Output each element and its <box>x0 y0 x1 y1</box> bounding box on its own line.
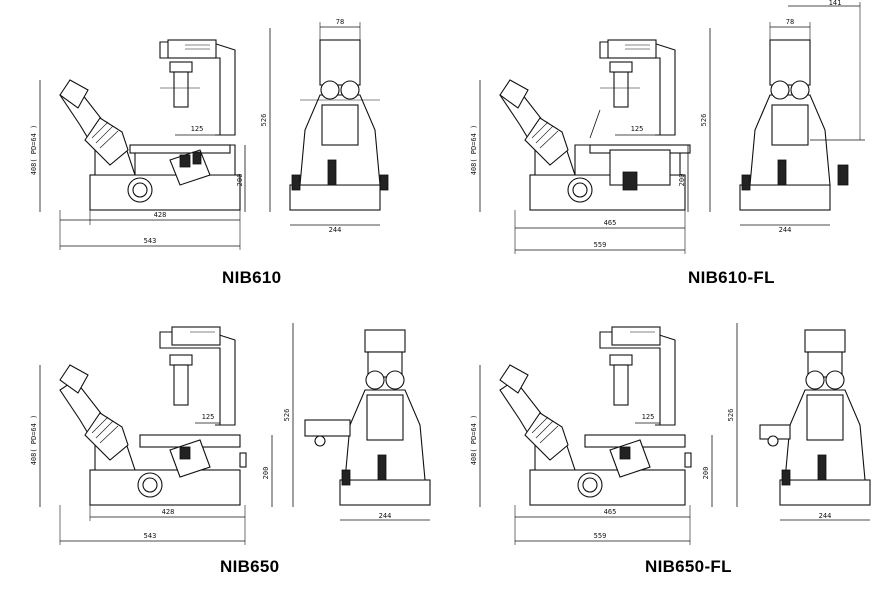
dim-height-total: 526 <box>260 114 268 127</box>
dim-head-width: 78 <box>336 18 344 26</box>
dim-base-length: 465 <box>604 508 617 516</box>
nib610-side-view <box>59 39 241 211</box>
dim-height-eyepiece: 408( PD=64 ) <box>30 415 38 466</box>
model-label: NIB610-FL <box>688 268 775 287</box>
nib650-fl-side-view <box>499 326 692 506</box>
nib610-front-view: 78 244 <box>289 18 389 234</box>
nib650-front-view: 244 <box>304 329 431 521</box>
dim-total-length: 559 <box>594 532 607 540</box>
dim-height-eyepiece: 408( PD=64 ) <box>470 125 478 176</box>
nib650-fl-dimensions: 408( PD=64 ) 526 200 125 465 559 <box>470 323 738 545</box>
panel-nib610-fl: 408( PD=64 ) 526 200 125 465 559 78 <box>440 0 880 295</box>
dim-stage-height: 200 <box>262 467 270 480</box>
nib610-fl-drawing: 408( PD=64 ) 526 200 125 465 559 78 <box>470 0 865 254</box>
dim-base-length: 428 <box>154 211 167 219</box>
panel-nib650-fl: 408( PD=64 ) 526 200 125 465 559 244 NIB… <box>440 295 880 589</box>
dim-objective-offset: 125 <box>642 413 655 421</box>
dim-total-length: 559 <box>594 241 607 249</box>
dim-height-total: 526 <box>727 409 735 422</box>
dim-objective-offset: 125 <box>191 125 204 133</box>
dim-height-eyepiece: 408( PD=64 ) <box>30 125 38 176</box>
nib610-drawing: 408( PD=64 ) 526 200 125 428 543 78 244 <box>30 18 389 250</box>
dim-head-width: 78 <box>786 18 794 26</box>
dim-front-width: 244 <box>329 226 342 234</box>
dim-fl-width: 141 <box>829 0 842 7</box>
model-label: NIB650 <box>220 557 280 576</box>
dim-stage-height: 200 <box>678 174 686 187</box>
nib650-drawing: 408( PD=64 ) 526 200 125 428 543 244 <box>30 323 431 545</box>
dim-front-width: 244 <box>819 512 832 520</box>
dim-front-width: 244 <box>779 226 792 234</box>
dim-stage-height: 200 <box>702 467 710 480</box>
dim-height-eyepiece: 408( PD=64 ) <box>470 415 478 466</box>
dim-base-length: 428 <box>162 508 175 516</box>
nib610-dimensions: 408( PD=64 ) 526 200 125 428 543 <box>30 28 271 250</box>
model-label: NIB610 <box>222 268 282 287</box>
dim-objective-offset: 125 <box>631 125 644 133</box>
nib610-fl-dimensions: 408( PD=64 ) 526 200 125 465 559 <box>470 28 711 254</box>
nib650-dimensions: 408( PD=64 ) 526 200 125 428 543 <box>30 323 294 545</box>
dim-front-width: 244 <box>379 512 392 520</box>
nib610-fl-front-view: 78 141 244 <box>739 0 865 234</box>
nib650-side-view <box>59 326 247 506</box>
dim-objective-offset: 125 <box>202 413 215 421</box>
dim-total-length: 543 <box>144 532 157 540</box>
nib650-fl-drawing: 408( PD=64 ) 526 200 125 465 559 244 <box>470 323 871 545</box>
dim-height-total: 526 <box>700 114 708 127</box>
nib650-fl-front-view: 244 <box>759 329 871 521</box>
model-label: NIB650-FL <box>645 557 732 576</box>
dim-height-total: 526 <box>283 409 291 422</box>
dim-stage-height: 200 <box>236 174 244 187</box>
dim-total-length: 543 <box>144 237 157 245</box>
dim-base-length: 465 <box>604 219 617 227</box>
panel-nib610: 408( PD=64 ) 526 200 125 428 543 78 244 <box>0 0 440 295</box>
panel-nib650: 408( PD=64 ) 526 200 125 428 543 244 NIB… <box>0 295 440 589</box>
nib610-fl-side-view <box>499 39 691 211</box>
